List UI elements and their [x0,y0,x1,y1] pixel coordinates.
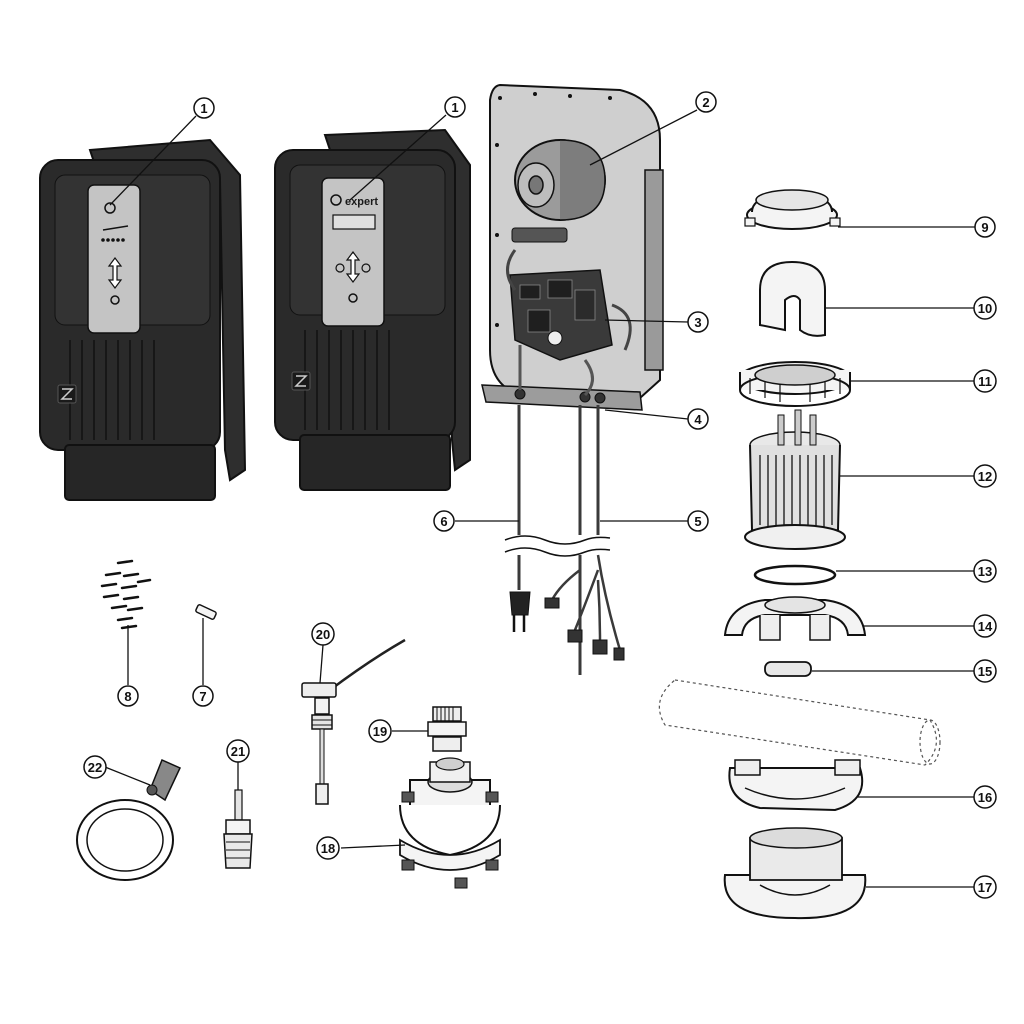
circuit-board [506,249,632,361]
callout-15: 15 [973,659,997,683]
pipe-saddle-clamp [399,757,501,889]
callout-1a: 1 [193,97,215,119]
callout-19: 19 [368,719,392,743]
spacer-plate [764,661,812,677]
expert-logo-text: expert [345,196,378,208]
svg-text:1: 1 [451,100,458,115]
housing-b-fins [304,330,390,430]
callout-14: 14 [973,614,997,638]
saddle-body [723,827,867,920]
backplate-assembly [481,83,664,411]
svg-text:16: 16 [978,790,992,805]
svg-text:17: 17 [978,880,992,895]
callout-18: 18 [316,836,340,860]
svg-text:14: 14 [978,619,993,634]
svg-text:9: 9 [981,220,988,235]
callout-6: 6 [433,510,455,532]
callout-3: 3 [687,311,709,333]
fuse [195,604,217,620]
transformer [511,139,606,243]
leader-lines [104,109,975,888]
ground-probe [223,789,253,869]
control-unit-housing-b: expert [274,128,471,491]
housing-a-fins [69,340,155,440]
led-row-icon [101,238,125,242]
callout-22: 22 [83,755,107,779]
control-unit-housing-a [39,138,247,501]
flow-switch [301,638,406,805]
svg-text:5: 5 [694,514,701,529]
callout-2: 2 [695,91,717,113]
callout-9: 9 [974,216,996,238]
svg-text:10: 10 [978,301,992,316]
svg-text:2: 2 [702,95,709,110]
cell-wrench [76,758,182,881]
brand-logo-icon [104,202,116,214]
callout-7: 7 [192,685,214,707]
svg-text:7: 7 [199,689,206,704]
callout-12: 12 [973,464,997,488]
svg-text:11: 11 [978,374,992,389]
svg-text:3: 3 [694,315,701,330]
screw-set [100,559,152,630]
svg-text:4: 4 [694,412,702,427]
brand-logo-icon [330,194,342,206]
power-button-icon [110,295,120,305]
callout-10: 10 [973,296,997,320]
svg-text:6: 6 [440,514,447,529]
svg-text:22: 22 [88,760,102,775]
svg-text:15: 15 [978,664,992,679]
up-down-arrows-icon [345,251,361,283]
svg-text:12: 12 [978,469,992,484]
svg-text:21: 21 [231,744,245,759]
callout-11: 11 [973,369,997,393]
callout-13: 13 [973,559,997,583]
up-down-arrows-icon [107,257,123,289]
svg-text:8: 8 [124,689,131,704]
lcd-display-icon [332,214,376,230]
ring-nut [739,361,851,407]
callout-4: 4 [687,408,709,430]
callout-1b: 1 [444,96,466,118]
sensor-cables [544,405,625,675]
callout-16: 16 [973,785,997,809]
cell-collar [723,596,867,641]
cell-cap [744,189,841,230]
callout-8: 8 [117,685,139,707]
power-cable [509,405,531,632]
svg-text:13: 13 [978,564,992,579]
callout-5: 5 [687,510,709,532]
svg-text:18: 18 [321,841,335,856]
callout-17: 17 [973,875,997,899]
svg-text:1: 1 [200,101,207,116]
callout-20: 20 [311,622,335,646]
power-button-icon [348,293,358,303]
pipe-outline [658,679,941,766]
svg-text:20: 20 [316,627,330,642]
svg-text:19: 19 [373,724,387,739]
o-ring [753,564,837,586]
threaded-fitting [427,706,467,752]
terminal-cover [759,260,826,337]
lower-clamp [728,759,864,812]
callout-21: 21 [226,739,250,763]
electrode-cell [744,409,846,550]
